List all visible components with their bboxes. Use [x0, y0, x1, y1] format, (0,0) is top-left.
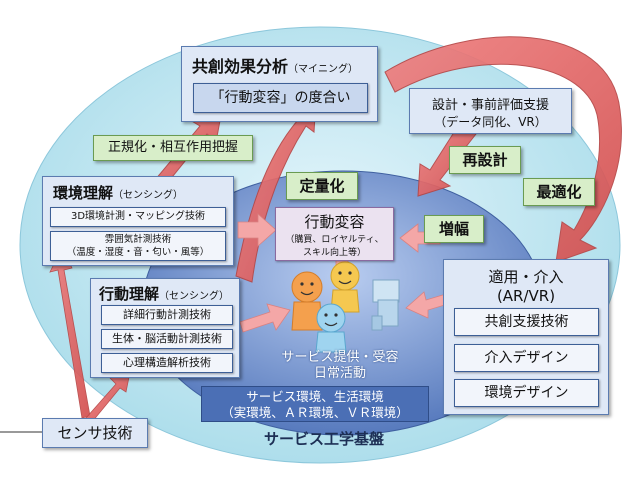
henyo-sub2: スキル向上等）	[302, 248, 366, 258]
kankyo-item-2-line1: 雰囲気計測技術	[104, 234, 172, 245]
sensor-arrow-2	[85, 371, 131, 423]
kankyo-box: 環境理解（センシング） 3D環境計測・マッピング技術 雰囲気計測技術 （温度・湿…	[42, 176, 234, 266]
sensor-label: センサ技術	[57, 424, 133, 442]
tekiyo-subtitle: (AR/VR)	[496, 287, 556, 305]
kodo-item-2-label: 生体・脳活動計測技術	[112, 332, 222, 345]
service-provision-line2: 日常活動	[313, 366, 366, 381]
env-to-henyo-arrow	[237, 213, 277, 247]
service-engineering-base-label: サービス工学基盤	[263, 430, 384, 448]
person-blue-icon	[315, 303, 347, 353]
design-line1: 設計・事前評価支援	[431, 98, 549, 113]
tekiyo-box: 適用・介入 (AR/VR) 共創支援技術 介入デザイン 環境デザイン	[443, 259, 609, 415]
tekiyo-item-3-label: 環境デザイン	[484, 385, 569, 401]
kankyo-item-2: 雰囲気計測技術 （温度・湿度・音・匂い・風等）	[50, 231, 226, 261]
kodo-item-1-label: 詳細行動計測技術	[123, 308, 211, 321]
service-provision-line1: サービス提供・受容	[281, 350, 399, 365]
service-environment-line2: （実環境、ＡＲ環境、ＶＲ環境）	[221, 405, 409, 420]
kodo-item-3: 心理構造解析技術	[101, 353, 233, 373]
person-orange-icon	[291, 271, 323, 331]
tekiyo-item-1: 共創支援技術	[454, 308, 599, 336]
kankyo-subtitle: （センシング）	[113, 190, 184, 201]
redesign-arrow	[417, 125, 477, 197]
henyo-box: 行動変容 （購買、ロイヤルティ、 スキル向上等）	[275, 207, 394, 261]
service-provision-text: サービス提供・受容 日常活動	[270, 350, 410, 382]
design-support-box: 設計・事前評価支援 （データ同化、VR）	[409, 88, 572, 134]
kodo-box: 行動理解（センシング） 詳細行動計測技術 生体・脳活動計測技術 心理構造解析技術	[90, 278, 240, 378]
kyoso-box: 共創効果分析（マイニング） 「行動変容」の度合い	[181, 46, 378, 122]
kodo-item-3-label: 心理構造解析技術	[123, 356, 211, 369]
kyoso-item-label: 「行動変容」の度合い	[210, 90, 351, 106]
kodo-title: 行動理解	[99, 285, 160, 303]
seikika-label: 正規化・相互作用把握	[93, 135, 253, 161]
tekiyo-item-3: 環境デザイン	[454, 379, 599, 407]
henyo-sub1: （購買、ロイヤルティ、	[285, 235, 384, 245]
teiryoka-label: 定量化	[286, 172, 358, 200]
kyoso-item: 「行動変容」の度合い	[193, 83, 368, 113]
kodo-subtitle: （センシング）	[159, 291, 230, 302]
kankyo-item-2-line2: （温度・湿度・音・匂い・風等）	[66, 247, 210, 258]
service-environment-bar: サービス環境、生活環境 （実環境、ＡＲ環境、ＶＲ環境）	[201, 386, 429, 422]
kankyo-item-1: 3D環境計測・マッピング技術	[50, 207, 226, 227]
kodo-to-center-arrow	[239, 303, 291, 333]
kodo-item-1: 詳細行動計測技術	[101, 305, 233, 325]
robot-icon	[371, 279, 400, 331]
zofuku-arrow	[399, 223, 441, 253]
optimize-arrow	[384, 36, 622, 263]
optimize-label: 最適化	[523, 178, 595, 206]
tekiyo-item-2-label: 介入デザイン	[484, 350, 569, 366]
redesign-label: 再設計	[449, 146, 521, 174]
henyo-title: 行動変容	[304, 213, 365, 231]
kodo-item-2: 生体・脳活動計測技術	[101, 329, 233, 349]
kyoso-title: 共創効果分析	[192, 57, 289, 76]
amplify-label: 増幅	[424, 215, 484, 243]
design-line2: （データ同化、VR）	[434, 115, 547, 129]
kankyo-title: 環境理解	[53, 184, 114, 202]
kankyo-item-1-label: 3D環境計測・マッピング技術	[70, 211, 206, 222]
tekiyo-item-1-label: 共創支援技術	[484, 314, 569, 330]
tekiyo-item-2: 介入デザイン	[454, 344, 599, 372]
service-environment-line1: サービス環境、生活環境	[246, 389, 384, 404]
kyoso-subtitle: （マイニング）	[288, 64, 359, 75]
sensor-box: センサ技術	[42, 418, 148, 448]
tekiyo-title: 適用・介入	[488, 268, 564, 286]
